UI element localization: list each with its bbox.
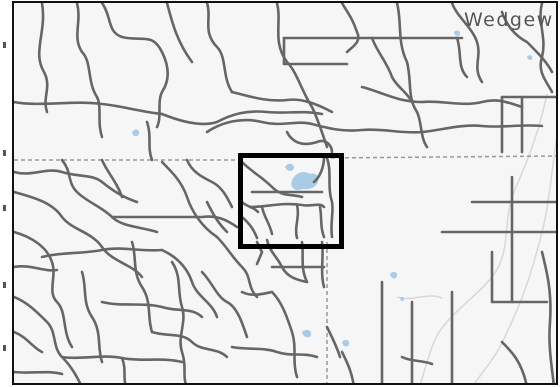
edge-tick (3, 345, 6, 351)
edge-tick (3, 282, 6, 288)
county-boundary (14, 155, 556, 383)
pond (302, 329, 312, 338)
pond (285, 163, 294, 171)
terrain-lines (396, 93, 556, 383)
road-network (14, 3, 556, 383)
pond (390, 271, 398, 279)
edge-tick (3, 150, 6, 156)
edge-tick (3, 42, 6, 48)
water-bodies (132, 30, 533, 347)
map-canvas[interactable] (14, 3, 558, 385)
pond (342, 339, 350, 347)
pond (454, 30, 461, 36)
pond (132, 129, 139, 137)
pond (400, 296, 405, 302)
left-edge-marks (0, 0, 12, 387)
place-label: Wedgew (464, 9, 554, 31)
map-viewport[interactable]: Wedgew (12, 1, 558, 385)
pond (527, 55, 533, 61)
lake (291, 172, 319, 190)
edge-tick (3, 205, 6, 211)
selected-area-box[interactable] (238, 153, 344, 249)
